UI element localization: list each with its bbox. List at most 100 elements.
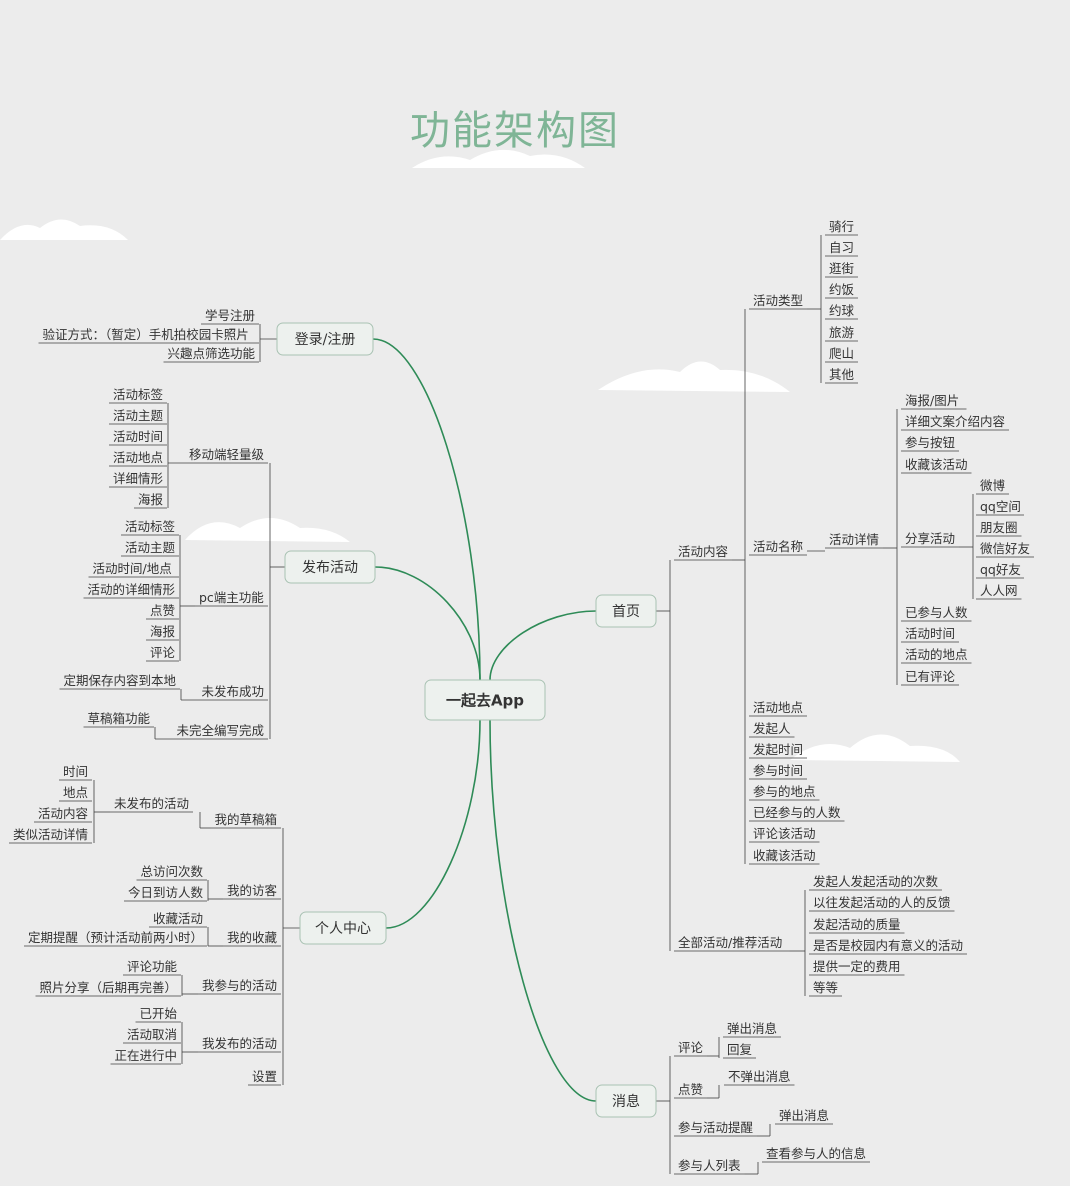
activity-type-item[interactable]: 约球 bbox=[829, 303, 855, 318]
topic-home[interactable]: 首页 bbox=[595, 594, 657, 628]
login-item[interactable]: 学号注册 bbox=[205, 308, 255, 323]
profile-sub[interactable]: 我发布的活动 bbox=[202, 1036, 277, 1051]
home-content-item[interactable]: 参与的地点 bbox=[753, 784, 816, 799]
publish-leaf[interactable]: 详细情形 bbox=[113, 471, 164, 486]
activity-detail-node[interactable]: 活动详情 bbox=[829, 532, 879, 547]
home-content-item[interactable]: 评论该活动 bbox=[753, 826, 816, 841]
publish-sub[interactable]: pc端主功能 bbox=[199, 590, 264, 605]
message-sub[interactable]: 参与活动提醒 bbox=[678, 1120, 754, 1135]
recommend-item[interactable]: 提供一定的费用 bbox=[813, 959, 901, 974]
recommend-item[interactable]: 以往发起活动的人的反馈 bbox=[813, 895, 951, 910]
publish-leaf[interactable]: 活动主题 bbox=[125, 540, 176, 555]
share-channel-item[interactable]: 微博 bbox=[980, 478, 1006, 493]
activity-detail-item[interactable]: 收藏该活动 bbox=[905, 457, 968, 472]
profile-sub[interactable]: 设置 bbox=[252, 1069, 277, 1084]
activity-detail-item[interactable]: 分享活动 bbox=[905, 531, 955, 546]
message-leaf[interactable]: 查看参与人的信息 bbox=[766, 1146, 866, 1161]
activity-detail-item[interactable]: 详细文案介绍内容 bbox=[905, 414, 1005, 429]
profile-leaf[interactable]: 已开始 bbox=[140, 1006, 178, 1021]
topic-profile[interactable]: 个人中心 bbox=[299, 911, 387, 945]
share-channel-item[interactable]: 微信好友 bbox=[980, 541, 1030, 556]
profile-draft-leaf[interactable]: 类似活动详情 bbox=[13, 827, 88, 842]
publish-sub[interactable]: 未发布成功 bbox=[202, 684, 265, 699]
publish-leaf[interactable]: 草稿箱功能 bbox=[88, 711, 151, 726]
profile-draft-leaf[interactable]: 时间 bbox=[63, 764, 88, 779]
publish-leaf[interactable]: 活动时间/地点 bbox=[93, 561, 172, 576]
activity-detail-item[interactable]: 海报/图片 bbox=[905, 393, 959, 408]
publish-leaf[interactable]: 活动的详细情形 bbox=[88, 582, 176, 597]
activity-detail-item[interactable]: 已有评论 bbox=[905, 669, 956, 684]
login-item[interactable]: 兴趣点筛选功能 bbox=[168, 346, 256, 361]
publish-leaf[interactable]: 活动时间 bbox=[113, 429, 163, 444]
publish-leaf[interactable]: 评论 bbox=[150, 645, 176, 660]
message-sub[interactable]: 参与人列表 bbox=[678, 1158, 741, 1173]
home-content-item[interactable]: 收藏该活动 bbox=[753, 848, 816, 863]
publish-sub[interactable]: 未完全编写完成 bbox=[177, 723, 265, 738]
link-root-home bbox=[489, 610, 597, 681]
message-sub[interactable]: 评论 bbox=[678, 1040, 704, 1055]
profile-leaf[interactable]: 收藏活动 bbox=[153, 911, 203, 926]
activity-detail-item[interactable]: 活动的地点 bbox=[905, 647, 968, 662]
activity-type-item[interactable]: 其他 bbox=[829, 367, 855, 382]
publish-leaf[interactable]: 活动地点 bbox=[113, 450, 163, 465]
profile-sub[interactable]: 我的草稿箱 bbox=[215, 812, 278, 827]
topic-message[interactable]: 消息 bbox=[595, 1084, 657, 1118]
activity-type-item[interactable]: 逛街 bbox=[829, 261, 854, 276]
profile-leaf[interactable]: 今日到访人数 bbox=[128, 885, 204, 900]
activity-type-item[interactable]: 自习 bbox=[829, 240, 854, 255]
profile-draft-leaf[interactable]: 活动内容 bbox=[38, 806, 88, 821]
home-content-item[interactable]: 发起人 bbox=[753, 721, 791, 736]
activity-detail-item[interactable]: 活动时间 bbox=[905, 626, 955, 641]
share-channel-item[interactable]: qq空间 bbox=[980, 499, 1021, 514]
publish-leaf[interactable]: 海报 bbox=[150, 624, 176, 639]
home-sub[interactable]: 活动内容 bbox=[678, 544, 728, 559]
activity-type-item[interactable]: 约饭 bbox=[829, 282, 855, 297]
publish-leaf[interactable]: 活动标签 bbox=[113, 387, 164, 402]
recommend-item[interactable]: 等等 bbox=[813, 980, 838, 995]
message-leaf[interactable]: 回复 bbox=[727, 1042, 753, 1057]
root-topic[interactable]: 一起去App bbox=[424, 679, 546, 721]
home-content-item[interactable]: 参与时间 bbox=[753, 763, 803, 778]
profile-leaf[interactable]: 正在进行中 bbox=[115, 1048, 178, 1063]
profile-leaf[interactable]: 评论功能 bbox=[127, 959, 178, 974]
message-leaf[interactable]: 弹出消息 bbox=[727, 1021, 777, 1036]
recommend-item[interactable]: 发起活动的质量 bbox=[813, 917, 901, 932]
message-leaf[interactable]: 弹出消息 bbox=[779, 1108, 829, 1123]
profile-leaf[interactable]: 定期提醒（预计活动前两小时） bbox=[28, 930, 203, 945]
profile-sub[interactable]: 我参与的活动 bbox=[202, 978, 277, 993]
publish-sub[interactable]: 移动端轻量级 bbox=[189, 447, 265, 462]
home-content-item[interactable]: 已经参与的人数 bbox=[753, 805, 841, 820]
share-channel-item[interactable]: 朋友圈 bbox=[980, 520, 1018, 535]
share-channel-item[interactable]: qq好友 bbox=[980, 562, 1021, 577]
publish-leaf[interactable]: 定期保存内容到本地 bbox=[64, 673, 177, 688]
message-sub[interactable]: 点赞 bbox=[678, 1082, 703, 1097]
home-content-item[interactable]: 活动类型 bbox=[753, 293, 803, 308]
topic-login[interactable]: 登录/注册 bbox=[276, 322, 374, 356]
recommend-item[interactable]: 是否是校园内有意义的活动 bbox=[813, 938, 963, 953]
login-item[interactable]: 验证方式：（暂定）手机拍校园卡照片 bbox=[43, 327, 249, 342]
activity-detail-item[interactable]: 参与按钮 bbox=[905, 435, 955, 450]
topic-publish[interactable]: 发布活动 bbox=[284, 550, 376, 584]
home-content-item[interactable]: 活动地点 bbox=[753, 700, 803, 715]
profile-sub[interactable]: 我的收藏 bbox=[227, 930, 278, 945]
home-content-item[interactable]: 发起时间 bbox=[753, 742, 803, 757]
profile-draft-node[interactable]: 未发布的活动 bbox=[114, 796, 189, 811]
profile-leaf[interactable]: 活动取消 bbox=[127, 1027, 177, 1042]
activity-type-item[interactable]: 骑行 bbox=[829, 219, 854, 234]
publish-leaf[interactable]: 海报 bbox=[138, 492, 164, 507]
publish-leaf[interactable]: 活动主题 bbox=[113, 408, 164, 423]
home-content-item[interactable]: 活动名称 bbox=[753, 539, 803, 554]
home-sub[interactable]: 全部活动/推荐活动 bbox=[678, 935, 782, 950]
publish-leaf[interactable]: 点赞 bbox=[150, 603, 175, 618]
recommend-item[interactable]: 发起人发起活动的次数 bbox=[813, 874, 939, 889]
profile-draft-leaf[interactable]: 地点 bbox=[63, 785, 88, 800]
profile-leaf[interactable]: 照片分享（后期再完善） bbox=[40, 980, 178, 995]
activity-type-item[interactable]: 旅游 bbox=[829, 325, 855, 340]
profile-leaf[interactable]: 总访问次数 bbox=[141, 864, 204, 879]
share-channel-item[interactable]: 人人网 bbox=[980, 583, 1018, 598]
activity-type-item[interactable]: 爬山 bbox=[829, 346, 854, 361]
activity-detail-item[interactable]: 已参与人数 bbox=[905, 605, 968, 620]
message-leaf[interactable]: 不弹出消息 bbox=[728, 1069, 791, 1084]
profile-sub[interactable]: 我的访客 bbox=[227, 883, 278, 898]
publish-leaf[interactable]: 活动标签 bbox=[125, 519, 176, 534]
